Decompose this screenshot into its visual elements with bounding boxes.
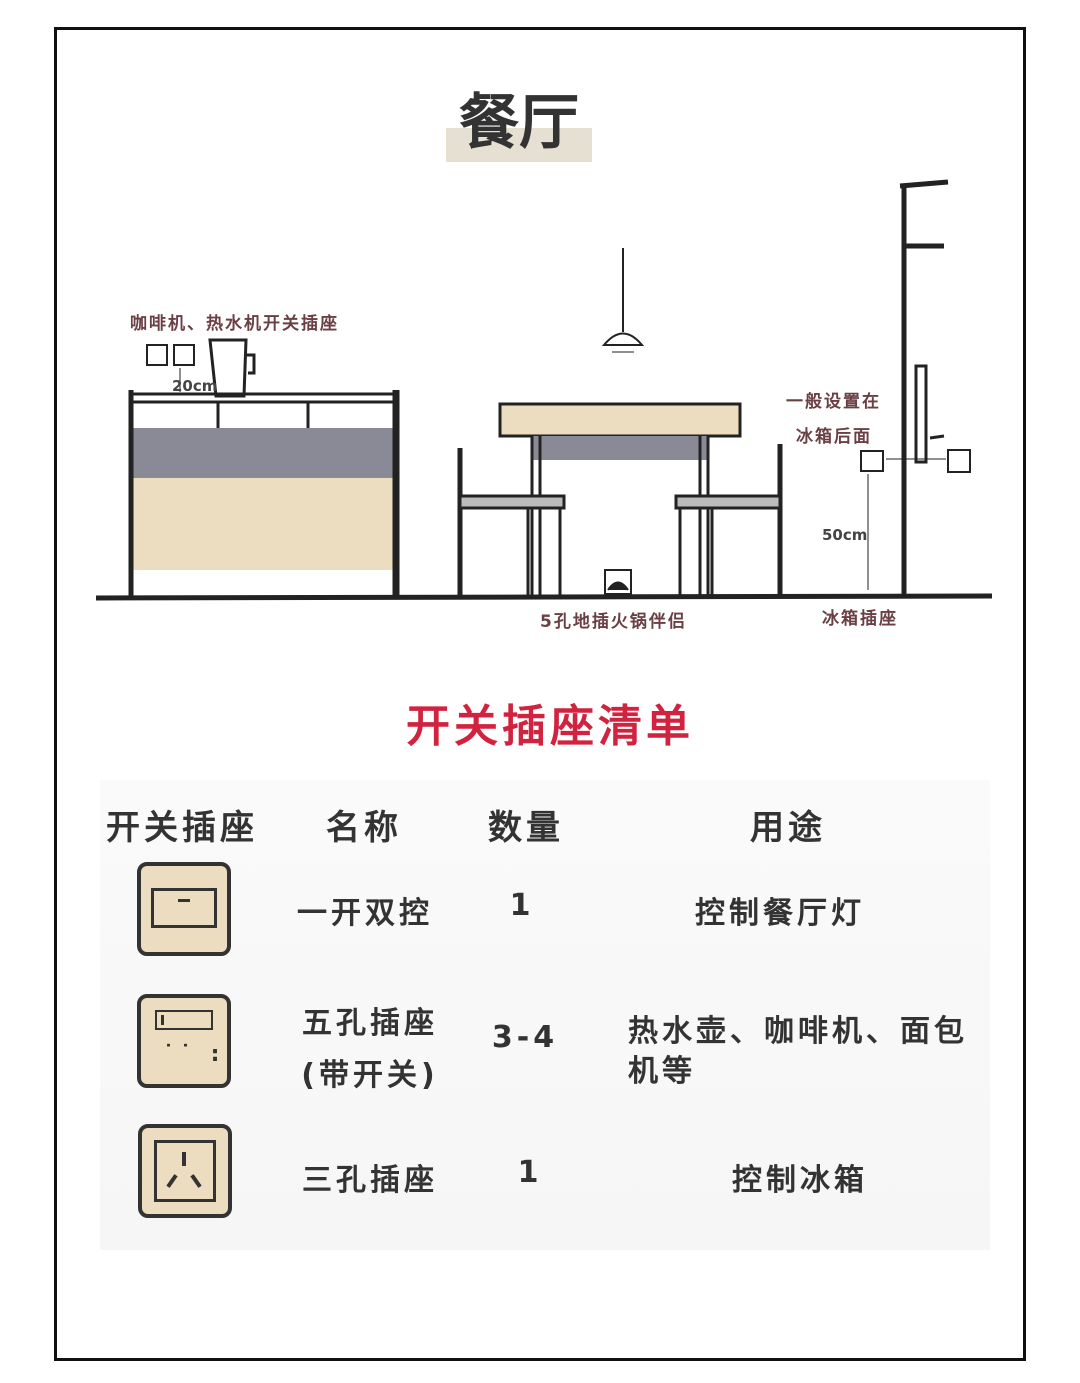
header-quantity: 数量 xyxy=(488,808,564,848)
sideboard xyxy=(128,390,400,598)
chair-left xyxy=(457,448,566,596)
fridge-socket-icon xyxy=(860,449,971,473)
row1-name: 一开双控 xyxy=(297,896,433,931)
floor-socket-icon xyxy=(604,569,632,595)
header-type: 开关插座 xyxy=(106,808,258,848)
switch-icon xyxy=(137,862,231,956)
dining-table xyxy=(498,402,742,598)
header-name: 名称 xyxy=(326,808,402,848)
pendant-lamp-icon xyxy=(601,248,645,353)
dining-room-elevation-diagram xyxy=(95,179,993,601)
fridge-note-line1: 一般设置在 xyxy=(786,392,881,412)
header-usage: 用途 xyxy=(750,808,826,848)
page-title: 餐厅 xyxy=(446,88,592,162)
list-title: 开关插座清单 xyxy=(406,701,694,752)
height-50cm-label: 50cm xyxy=(822,526,868,544)
wall-sockets-icon xyxy=(146,344,195,366)
row2-quantity: 3-4 xyxy=(491,1020,559,1055)
row2-name: 五孔插座 xyxy=(302,1006,438,1041)
height-20cm-label: 20cm xyxy=(172,377,218,395)
page-frame xyxy=(54,27,1026,1361)
five-hole-socket-with-switch-icon: ˙˙ : xyxy=(137,994,231,1088)
floor-line xyxy=(95,593,993,601)
coffee-socket-label: 咖啡机、热水机开关插座 xyxy=(130,314,339,334)
kettle-icon xyxy=(208,338,256,398)
row2-usage-cont: 机等 xyxy=(628,1054,696,1089)
three-hole-socket-icon xyxy=(138,1124,232,1218)
row1-quantity: 1 xyxy=(509,888,535,923)
row3-usage: 控制冰箱 xyxy=(732,1163,868,1198)
row2-name-note: (带开关) xyxy=(301,1058,439,1093)
fridge-note-line2: 冰箱后面 xyxy=(796,427,872,447)
row3-quantity: 1 xyxy=(517,1155,543,1190)
row2-usage: 热水壶、咖啡机、面包 xyxy=(628,1014,968,1049)
fridge-outline xyxy=(899,179,949,596)
fridge-socket-label: 冰箱插座 xyxy=(822,609,898,629)
row1-usage: 控制餐厅灯 xyxy=(695,896,865,931)
row3-name: 三孔插座 xyxy=(302,1163,438,1198)
floor-socket-label: 5孔地插火锅伴侣 xyxy=(540,612,687,632)
socket-list-table xyxy=(100,780,990,1250)
chair-right xyxy=(674,444,783,596)
